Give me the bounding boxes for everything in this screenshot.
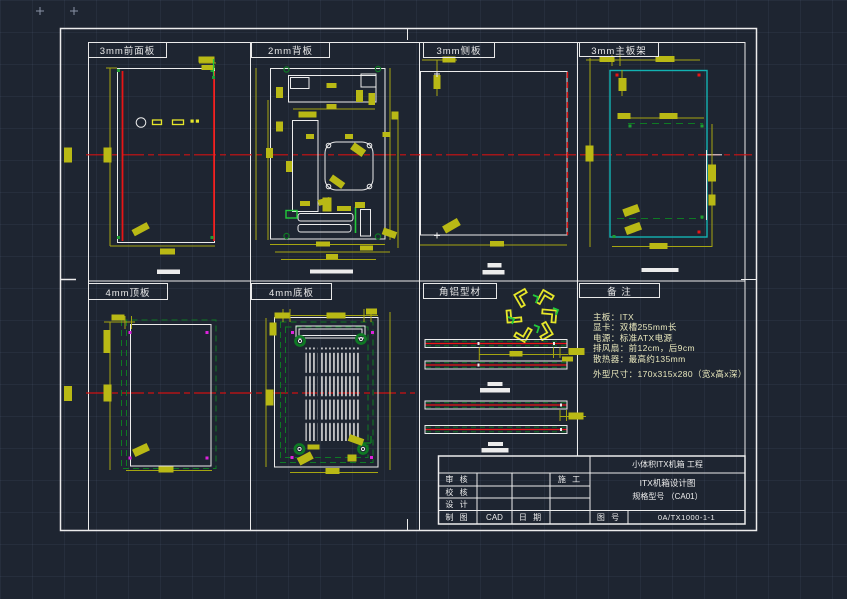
bottom-panel-drawing — [265, 308, 391, 474]
profile-bars — [424, 339, 568, 434]
standoff-holes — [293, 333, 369, 455]
construction-label: 施 工 — [557, 475, 583, 484]
scale-bars — [157, 263, 679, 453]
notes-label: 备 注 — [579, 283, 660, 298]
io-cutout — [292, 120, 319, 212]
top-panel-drawing — [103, 314, 217, 473]
note-line: 主板：ITX — [593, 311, 635, 322]
slot-cutout — [171, 119, 185, 126]
power-button-hole — [135, 117, 147, 128]
note-line: 排风扇：前12cm，后9cm — [593, 343, 695, 353]
drawing-no-label: 图 号 — [596, 512, 622, 522]
mobo-tray-drawing — [585, 55, 722, 249]
side-panel-drawing — [420, 56, 569, 247]
slot-cutout — [151, 119, 163, 126]
sheet-frame — [36, 7, 758, 532]
front-panel-label: 3mm前面板 — [88, 42, 167, 58]
drawing-title-line2: 规格型号 （CA01） — [632, 491, 703, 501]
note-line: 外型尺寸：170x315x280（宽x高x深） — [593, 368, 747, 379]
angle-profile-drawing — [424, 287, 586, 434]
check-label: 校 核 — [445, 487, 470, 497]
top-panel-label: 4mm顶板 — [88, 283, 168, 300]
vent-grid — [305, 347, 360, 441]
angle-profile-label: 角铝型材 — [423, 283, 497, 299]
fan-cutout — [324, 141, 374, 191]
title-block-grid — [437, 455, 746, 525]
project-name: 小体积ITX机箱 工程 — [632, 460, 703, 469]
back-panel-drawing — [255, 65, 399, 260]
expansion-slot — [297, 224, 352, 233]
design-label: 设 计 — [445, 499, 470, 509]
mobo-tray-label: 3mm主板架 — [579, 42, 659, 57]
drawing-no-value: 0A/TX1000-1-1 — [657, 512, 716, 522]
side-panel-label: 3mm侧板 — [423, 42, 495, 58]
note-line: 显卡：双槽255mm长 — [593, 322, 677, 332]
psu-cutout — [288, 75, 377, 103]
bottom-panel-label: 4mm底板 — [251, 283, 332, 300]
bottom-slot-cutout — [295, 325, 366, 339]
angle-cross-sections — [505, 287, 558, 344]
draft-value: CAD — [486, 512, 503, 522]
front-panel-drawing — [103, 56, 216, 255]
centerlines — [64, 147, 752, 401]
note-line: 散热器：最高约135mm — [593, 353, 686, 364]
direction-arrows — [507, 294, 560, 334]
date-label: 日 期 — [518, 512, 544, 522]
expansion-slot — [297, 213, 354, 222]
snap-cross-marks — [36, 7, 78, 15]
drawing-title-line1: ITX机箱设计图 — [639, 478, 696, 488]
review-label: 审 核 — [445, 475, 470, 484]
draft-label: 制 图 — [445, 512, 470, 522]
note-line: 电源：标准ATX电源 — [593, 332, 673, 343]
back-panel-label: 2mm背板 — [251, 42, 330, 58]
